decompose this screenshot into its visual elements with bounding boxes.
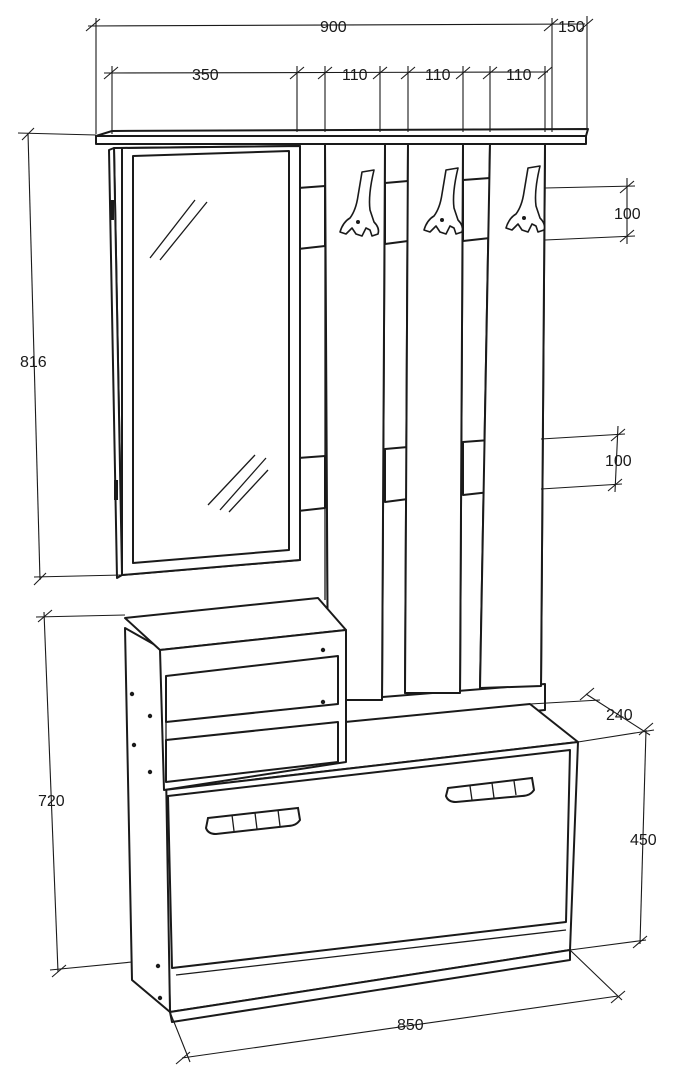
- coat-hook-2: [423, 167, 464, 235]
- dim-cabinet-depth: 240: [606, 707, 633, 724]
- dim-panel-width-3: 110: [506, 67, 532, 84]
- rail-top-right: [462, 177, 491, 242]
- drawer-handle-right: [444, 776, 536, 804]
- dim-mirror-width: 350: [192, 67, 219, 84]
- plinth: [169, 949, 571, 1023]
- dim-upper-height: 816: [20, 354, 47, 371]
- coat-hook-3: [505, 165, 546, 233]
- dim-slot-spacing: 100: [605, 453, 632, 470]
- dim-hook-spacing: 100: [614, 206, 641, 223]
- dim-cabinet-width: 850: [397, 1017, 424, 1034]
- dim-panel-width-1: 110: [342, 67, 368, 84]
- dimension-lines: [17, 16, 655, 1065]
- top-shelf: [95, 128, 589, 145]
- dim-panel-width-2: 110: [425, 67, 451, 84]
- dim-shelf-depth: 150: [558, 19, 585, 36]
- dim-total-width: 900: [320, 19, 347, 36]
- dim-cabinet-height: 720: [38, 793, 65, 810]
- rail-top-left: [297, 185, 326, 250]
- dim-shoe-box-height: 450: [630, 832, 657, 849]
- dimension-labels: 900 150 350 110 110 110 816 100 100 240 …: [20, 19, 657, 1034]
- shoe-cabinet: [124, 597, 579, 1023]
- rail-low-left: [297, 455, 326, 512]
- coat-hook-1: [339, 169, 380, 237]
- rail-low-mid: [384, 446, 409, 503]
- rail-top-mid: [384, 180, 409, 245]
- reflection-mark-1: [149, 199, 196, 259]
- drawer-handle-left: [204, 806, 302, 836]
- mirror-cabinet: [108, 145, 301, 579]
